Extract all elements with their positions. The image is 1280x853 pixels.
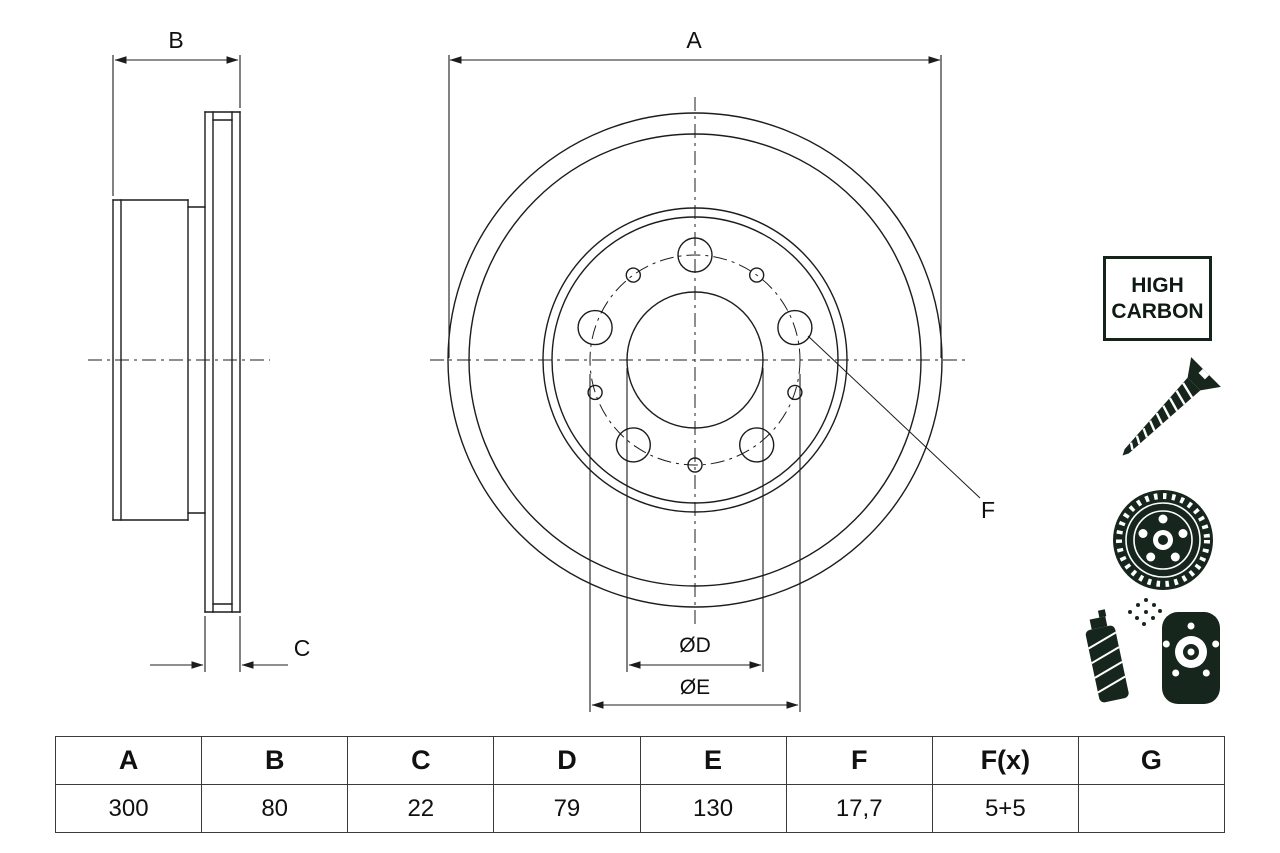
high-carbon-badge: HIGH CARBON bbox=[1103, 256, 1212, 341]
table-value-e: 130 bbox=[639, 784, 787, 833]
screw-icon bbox=[1122, 357, 1221, 456]
table-header-d: D bbox=[493, 736, 641, 785]
hub-outer-circle bbox=[542, 207, 848, 513]
extension-lines bbox=[112, 55, 942, 712]
f-leader-line bbox=[807, 335, 981, 499]
side-section-view bbox=[112, 111, 241, 613]
spray-can-icon bbox=[1085, 598, 1220, 704]
bolt-holes bbox=[577, 237, 813, 463]
small-holes bbox=[587, 267, 803, 473]
table-value-fx: 5+5 bbox=[931, 784, 1079, 833]
outer-diameter-circle bbox=[447, 112, 943, 608]
dim-a-label: A bbox=[686, 27, 702, 53]
centerlines bbox=[88, 97, 965, 628]
bolt-circle-centerline bbox=[589, 254, 801, 466]
table-value-b: 80 bbox=[201, 784, 349, 833]
dimension-lines bbox=[114, 56, 981, 709]
table-value-c: 22 bbox=[347, 784, 495, 833]
table-header-e: E bbox=[639, 736, 787, 785]
table-value-f: 17,7 bbox=[785, 784, 933, 833]
table-header-b: B bbox=[201, 736, 349, 785]
technical-drawing: A B C ØD ØE F bbox=[88, 27, 1221, 712]
sprayed-hub bbox=[1162, 612, 1220, 704]
dim-e-label: ØE bbox=[680, 676, 710, 699]
table-value-a: 300 bbox=[54, 784, 203, 833]
dim-b-label: B bbox=[168, 27, 183, 53]
table-value-d: 79 bbox=[493, 784, 641, 833]
table-header-fx: F(x) bbox=[931, 736, 1079, 785]
front-view bbox=[447, 112, 943, 608]
center-bore-circle bbox=[626, 291, 764, 429]
table-value-g bbox=[1077, 784, 1226, 833]
dim-f-label: F bbox=[981, 497, 995, 523]
table-header-a: A bbox=[54, 736, 203, 785]
table-header-g: G bbox=[1077, 736, 1226, 785]
table-header-f: F bbox=[785, 736, 933, 785]
dim-d-label: ØD bbox=[679, 634, 711, 657]
dim-c-label: C bbox=[294, 635, 311, 661]
table-value-row: 300 80 22 79 130 17,7 5+5 bbox=[54, 784, 1226, 833]
brake-disc-icon bbox=[1113, 490, 1213, 590]
spray-dots bbox=[1128, 598, 1162, 626]
table-header-c: C bbox=[347, 736, 495, 785]
dimension-table: A B C D E F F(x) G 300 80 22 79 130 17,7… bbox=[54, 736, 1226, 833]
table-header-row: A B C D E F F(x) G bbox=[54, 736, 1226, 785]
